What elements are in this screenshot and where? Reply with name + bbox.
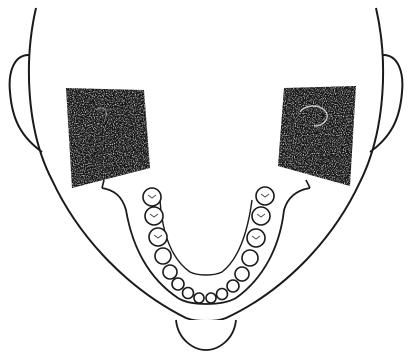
tooth xyxy=(252,207,270,225)
mandible-arch-inner xyxy=(160,200,252,275)
tooth xyxy=(242,250,258,266)
tooth xyxy=(194,293,204,303)
tooth xyxy=(247,229,265,247)
tooth xyxy=(217,289,228,300)
tooth xyxy=(235,267,249,281)
left-dark-region xyxy=(66,88,150,188)
tooth xyxy=(227,280,239,292)
tooth xyxy=(183,288,194,299)
tooth xyxy=(163,265,177,279)
tooth xyxy=(143,188,161,206)
tooth xyxy=(172,278,184,290)
mandible-arch-outer xyxy=(102,188,310,304)
tooth xyxy=(256,187,274,205)
right-dark-region xyxy=(278,86,356,186)
tongue-tip-icon xyxy=(176,320,236,350)
tooth xyxy=(145,207,163,225)
right-ear-icon xyxy=(370,55,402,152)
tooth xyxy=(155,248,171,264)
tooth xyxy=(149,228,167,246)
tooth xyxy=(206,293,216,303)
